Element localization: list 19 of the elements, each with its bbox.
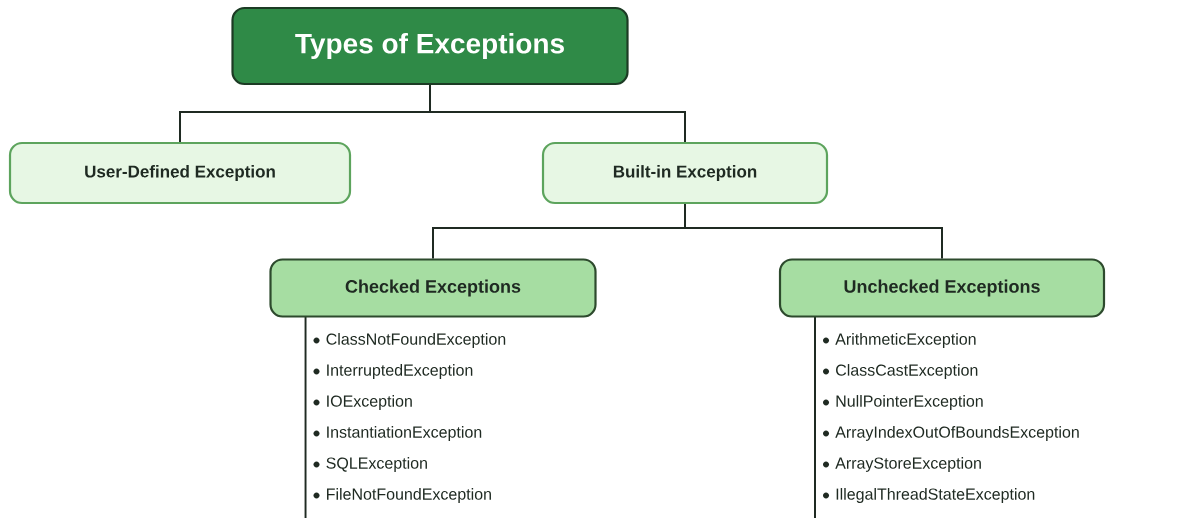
category-box: User-Defined Exception xyxy=(8,141,352,205)
category-box: Checked Exceptions xyxy=(269,258,597,318)
list-item: ArrayStoreException xyxy=(823,457,981,472)
list-item: ArrayIndexOutOfBoundsException xyxy=(823,426,1079,441)
list-item: FileNotFoundException xyxy=(313,488,491,503)
list-item: InterruptedException xyxy=(313,364,473,379)
list-item: IllegalThreadStateException xyxy=(823,488,1035,503)
list-item: IOException xyxy=(313,395,412,410)
list-item: SQLException xyxy=(313,457,427,472)
connector xyxy=(429,84,686,143)
connector xyxy=(684,203,943,260)
list-item: ClassNotFoundException xyxy=(313,333,506,348)
list-item: ArithmeticException xyxy=(823,333,976,348)
list-item: ClassCastException xyxy=(823,364,978,379)
list-item: InstantiationException xyxy=(313,426,482,441)
list-item: NullPointerException xyxy=(823,395,983,410)
category-box: Unchecked Exceptions xyxy=(778,258,1106,318)
category-box: Built-in Exception xyxy=(541,141,829,205)
title-box: Types of Exceptions xyxy=(231,6,629,86)
